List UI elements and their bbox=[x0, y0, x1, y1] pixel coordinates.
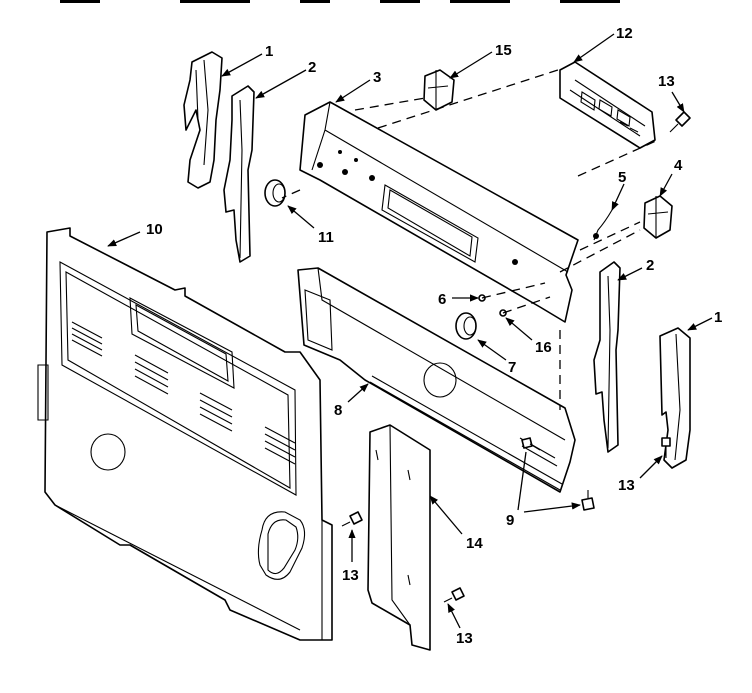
wire-harness-part-5 bbox=[593, 209, 613, 241]
callout-8: 8 bbox=[334, 402, 342, 419]
manifold-panel-part-8 bbox=[297, 267, 576, 493]
callout-labels: 1 2 3 15 12 13 5 4 2 1 10 11 6 16 7 8 9 … bbox=[146, 25, 722, 647]
callout-12: 12 bbox=[616, 25, 633, 42]
side-trim-part-1-left bbox=[183, 51, 223, 189]
switch-part-4 bbox=[643, 195, 673, 239]
knob-part-11 bbox=[264, 179, 286, 207]
callout-15: 15 bbox=[495, 42, 512, 59]
callout-10: 10 bbox=[146, 221, 163, 238]
callout-13-bottom: 13 bbox=[456, 630, 473, 647]
overlay-part-12 bbox=[559, 61, 656, 149]
screw-part-13-top bbox=[669, 111, 691, 133]
screws-part-9 bbox=[521, 437, 595, 511]
callout-leaders bbox=[107, 33, 713, 629]
callout-13-right: 13 bbox=[618, 477, 635, 494]
screw-part-13-left bbox=[341, 511, 363, 527]
control-panel-part-3 bbox=[299, 101, 579, 323]
callout-5: 5 bbox=[618, 169, 626, 186]
assembly-lines bbox=[281, 69, 659, 410]
callout-14: 14 bbox=[466, 535, 483, 552]
callout-1-right: 1 bbox=[714, 309, 722, 326]
callout-13-left: 13 bbox=[342, 567, 359, 584]
callout-13-top: 13 bbox=[658, 73, 675, 90]
callout-6: 6 bbox=[438, 291, 446, 308]
bracket-part-2-right bbox=[593, 261, 621, 453]
callout-1-left: 1 bbox=[265, 43, 273, 60]
rear-panel-part-10 bbox=[37, 227, 333, 641]
screw-part-13-bottom bbox=[443, 587, 465, 603]
callout-2-left: 2 bbox=[308, 59, 316, 76]
bracket-part-14 bbox=[367, 424, 431, 651]
callout-11: 11 bbox=[318, 229, 334, 246]
switch-part-15 bbox=[423, 69, 455, 111]
knob-part-7 bbox=[455, 312, 477, 340]
vent-slots-left bbox=[71, 321, 296, 465]
callout-7: 7 bbox=[508, 359, 516, 376]
callout-9: 9 bbox=[506, 512, 514, 529]
screw-part-13-right bbox=[661, 437, 671, 458]
callout-16: 16 bbox=[535, 339, 552, 356]
cropped-top-edge bbox=[60, 0, 620, 3]
callout-4: 4 bbox=[674, 157, 683, 174]
side-trim-part-1-right bbox=[659, 327, 691, 469]
bracket-part-2-left bbox=[223, 85, 255, 263]
callout-2-right: 2 bbox=[646, 257, 654, 274]
callout-3: 3 bbox=[373, 69, 381, 86]
